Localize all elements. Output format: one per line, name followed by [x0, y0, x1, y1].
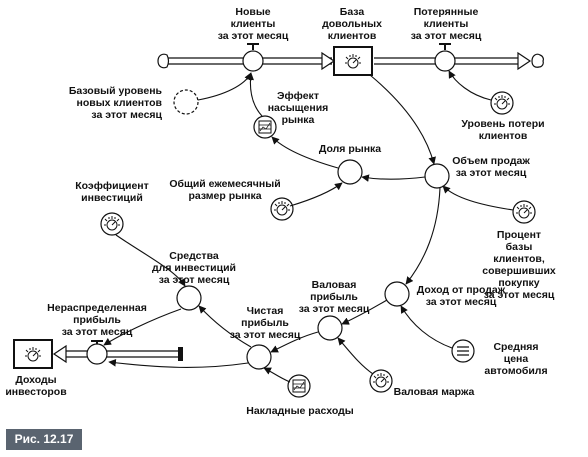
label-gross-margin: Валовая маржа — [393, 386, 475, 398]
satisfied-base-stock — [333, 46, 373, 76]
purchase-percent-node — [512, 200, 536, 224]
causal-links — [103, 70, 514, 383]
source-cloud-icon — [157, 53, 170, 69]
overhead-node — [287, 374, 311, 398]
investment-funds-node — [176, 285, 202, 311]
label-investment-coef: Коэффициент инвестиций — [75, 180, 149, 204]
label-total-market-size: Общий ежемесячный размер рынка — [169, 178, 281, 202]
saturation-effect-node — [253, 115, 277, 139]
sales-revenue-node — [384, 281, 410, 307]
label-gross-profit: Валовая прибыль за этот месяц — [298, 279, 370, 315]
label-market-share: Доля рынка — [318, 143, 382, 155]
label-sales-volume: Объем продаж за этот месяц — [452, 155, 530, 179]
gross-profit-node — [317, 315, 343, 341]
label-satisfied-base: База довольных клиентов — [322, 6, 382, 42]
investment-coef-node — [100, 212, 124, 236]
total-market-size-node — [270, 197, 294, 221]
base-new-level-node — [173, 89, 199, 115]
sales-volume-node — [424, 163, 450, 189]
figure-number-badge: Рис. 12.17 — [6, 429, 82, 450]
lost-clients-valve — [434, 43, 456, 72]
label-net-profit: Чистая прибыль за этот месяц — [229, 305, 301, 341]
sink-cloud-icon — [531, 53, 544, 68]
label-new-clients: Новые клиенты за этот месяц — [217, 6, 289, 42]
new-clients-valve — [242, 43, 264, 72]
net-profit-node — [246, 344, 272, 370]
label-base-new-level: Базовый уровень новых клиентов за этот м… — [68, 85, 162, 121]
label-purchase-percent: Процент базы клиентов, совершивших покуп… — [482, 229, 556, 301]
label-overhead: Накладные расходы — [246, 405, 354, 417]
label-investor-income: Доходы инвесторов — [5, 374, 67, 398]
label-retained-profit: Нераспределенная прибыль за этот месяц — [47, 302, 147, 338]
label-investment-funds: Средства для инвестиций за этот месяц — [152, 250, 236, 286]
gross-margin-node — [369, 369, 393, 393]
label-saturation-effect: Эффект насыщения рынка — [267, 90, 329, 126]
avg-car-price-node — [451, 339, 475, 363]
label-avg-car-price: Средняя цена автомобиля — [484, 341, 548, 377]
label-sales-revenue: Доход от продаж за этот месяц — [416, 284, 506, 308]
market-share-node — [337, 159, 363, 185]
base-loss-level-node — [490, 91, 514, 115]
investor-income-stock — [13, 339, 53, 369]
label-lost-clients: Потерянные клиенты за этот месяц — [410, 6, 482, 42]
investor-flow-pipe — [52, 340, 183, 365]
label-base-loss-level: Уровень потери клиентов — [461, 118, 545, 142]
customer-flow-pipe — [168, 51, 532, 71]
